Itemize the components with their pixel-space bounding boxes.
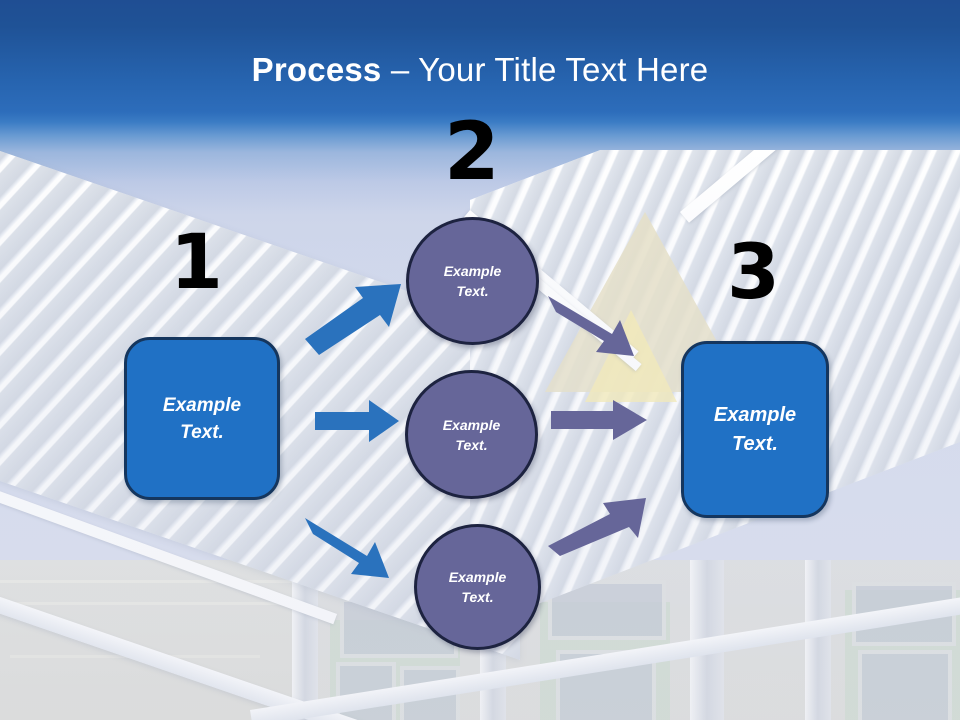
process-circle-top-line1: Example bbox=[443, 263, 502, 279]
process-box-left-line1: Example bbox=[162, 394, 242, 416]
process-box-right[interactable]: Example Text. bbox=[681, 341, 829, 518]
process-circle-bottom-line2: Text. bbox=[461, 589, 494, 605]
process-circle-bottom[interactable]: Example Text. bbox=[414, 524, 541, 650]
process-circle-top[interactable]: Example Text. bbox=[406, 217, 539, 345]
process-box-left[interactable]: Example Text. bbox=[124, 337, 280, 500]
arrow-circle-top-to-right bbox=[548, 286, 652, 358]
process-circle-middle-line1: Example bbox=[442, 416, 501, 433]
step-number-2: 2 bbox=[444, 105, 500, 198]
step-number-3: 3 bbox=[727, 227, 780, 316]
process-box-right-line2: Text. bbox=[732, 432, 778, 455]
slide-title: Process – Your Title Text Here bbox=[0, 50, 960, 90]
process-circle-middle[interactable]: Example Text. bbox=[405, 370, 538, 499]
arrow-left-to-circle-top bbox=[305, 284, 405, 356]
process-circle-top-text: Example Text. bbox=[444, 261, 502, 301]
process-box-left-text: Example Text. bbox=[163, 392, 241, 446]
arrow-circle-mid-to-right bbox=[551, 400, 647, 440]
process-box-left-line2: Text. bbox=[180, 421, 224, 443]
step-number-1: 1 bbox=[170, 217, 223, 306]
process-circle-middle-text: Example Text. bbox=[443, 415, 501, 455]
process-circle-bottom-text: Example Text. bbox=[449, 567, 507, 607]
process-circle-middle-line2: Text. bbox=[455, 436, 488, 453]
arrow-circle-bottom-to-right bbox=[548, 498, 654, 558]
arrow-left-to-circle-bottom bbox=[305, 506, 407, 578]
facade-window bbox=[858, 650, 952, 720]
facade-column bbox=[805, 560, 831, 720]
slide-title-bold-part: Process bbox=[251, 51, 382, 88]
arrow-left-to-circle-mid bbox=[315, 400, 399, 442]
process-circle-bottom-line1: Example bbox=[448, 569, 507, 585]
slide-title-rest: – Your Title Text Here bbox=[381, 51, 709, 88]
process-box-right-line1: Example bbox=[713, 403, 797, 426]
process-box-right-text: Example Text. bbox=[714, 401, 796, 459]
process-circle-top-line2: Text. bbox=[456, 283, 489, 299]
